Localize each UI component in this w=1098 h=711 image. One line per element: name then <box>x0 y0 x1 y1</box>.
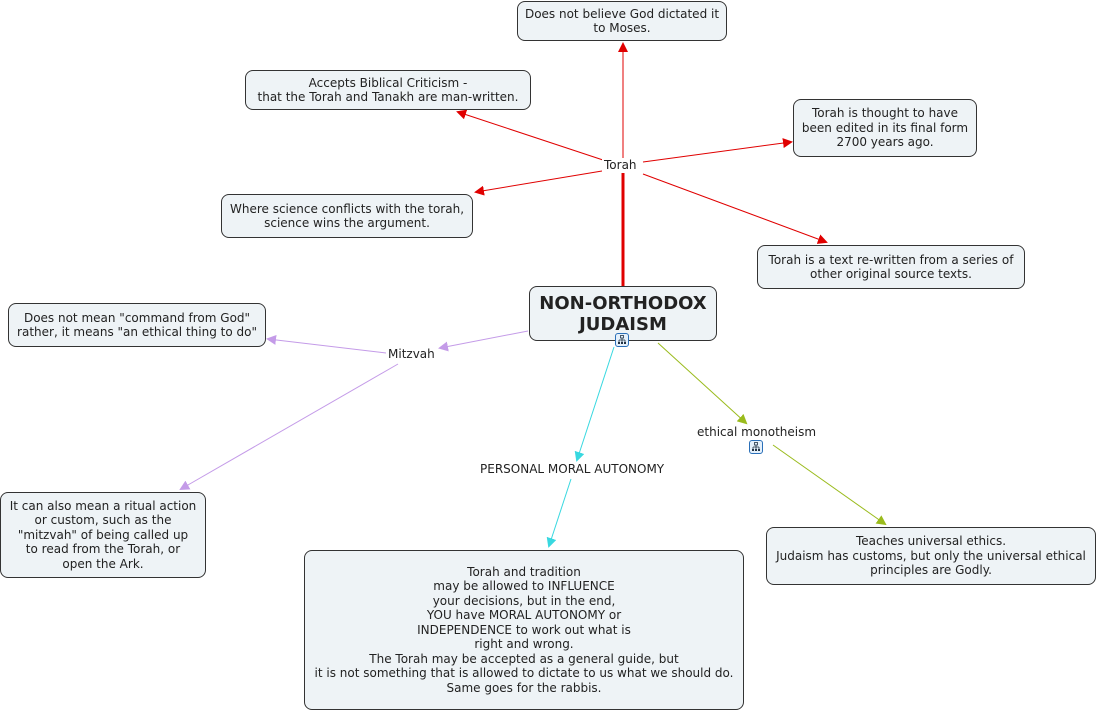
ethical-universal-node[interactable]: Teaches universal ethics. Judaism has cu… <box>766 527 1096 585</box>
branch-label-mitzvah[interactable]: Mitzvah <box>386 347 437 361</box>
torah-edited-node[interactable]: Torah is thought to have been edited in … <box>793 99 977 157</box>
mitzvah-meaning-node[interactable]: Does not mean "command from God" rather,… <box>8 303 266 347</box>
subtopic-map-icon[interactable] <box>749 440 763 454</box>
link-torah-rewritten <box>642 173 828 244</box>
branch-label-torah[interactable]: Torah <box>602 158 639 172</box>
link-torah-criticism <box>456 109 604 161</box>
link-root-mitzvah <box>438 330 529 352</box>
torah-moses-node[interactable]: Does not believe God dictated it to Mose… <box>517 1 727 41</box>
mitzvah-ritual-node[interactable]: It can also mean a ritual action or cust… <box>0 492 206 578</box>
autonomy-text-node[interactable]: Torah and tradition may be allowed to IN… <box>304 550 744 710</box>
subtopic-map-icon[interactable] <box>615 333 629 347</box>
link-root-ethical <box>657 342 748 425</box>
torah-criticism-node[interactable]: Accepts Biblical Criticism - that the To… <box>245 70 531 110</box>
link-mitzvah-ritual <box>179 363 399 490</box>
link-torah-edited <box>642 138 793 163</box>
link-autonomy-text <box>546 478 572 548</box>
central-topic[interactable]: NON-ORTHODOX JUDAISM <box>529 286 717 341</box>
link-ethical-universal <box>772 444 887 526</box>
link-root-autonomy <box>574 346 615 462</box>
torah-rewritten-node[interactable]: Torah is a text re-written from a series… <box>757 245 1025 289</box>
link-mitzvah-meaning <box>266 334 387 354</box>
branch-label-ethical[interactable]: ethical monotheism <box>695 425 819 439</box>
branch-label-autonomy[interactable]: PERSONAL MORAL AUTONOMY <box>478 462 667 476</box>
torah-science-node[interactable]: Where science conflicts with the torah, … <box>221 194 473 238</box>
link-torah-science <box>474 170 603 196</box>
